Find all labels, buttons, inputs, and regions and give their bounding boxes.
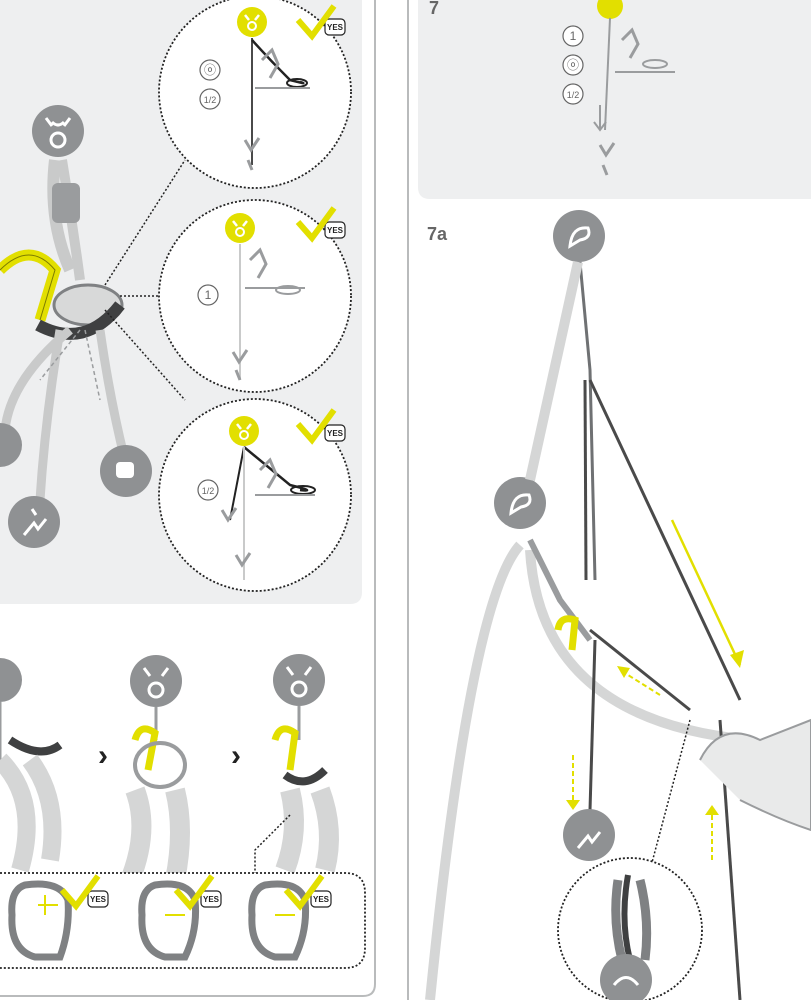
svg-text:1/2: 1/2 [567,90,580,100]
svg-text:1: 1 [570,29,577,43]
marker-double-text: ⓞ [204,63,216,77]
carabiner-check-1: YES [8,874,109,961]
marker-double [562,54,584,76]
check-icon [59,874,101,911]
sequence-arrow: › [98,739,108,772]
marker-one [197,284,219,306]
callout-circle-2: 1 YES [158,199,352,393]
yellow-carabiner [271,725,299,771]
sequence-arrow: › [231,739,241,772]
yes-check-badge: YES [295,206,346,243]
anchor-icon [0,658,22,702]
yes-check-badge: YES [295,4,346,41]
marker-one [562,25,584,47]
marker-half [562,83,584,105]
check-icon [173,874,215,911]
carabiner-check-2: YES [138,874,222,961]
marker-double [199,59,221,81]
hand-figure [0,753,62,873]
anchor-bolt-icon [553,210,605,262]
svg-text:YES: YES [327,23,344,32]
anchor-glyph [44,117,72,127]
svg-text:YES: YES [327,429,344,438]
callout-circle-1: ⓞ 1/2 YES [158,0,352,189]
marker-half-text: 1/2 [202,486,215,496]
callout-circle-3: 1/2 YES [158,398,352,592]
connector-sleeve [52,183,80,223]
check-icon [295,206,337,243]
anchor-icon [130,655,182,707]
anchor-bolt-icon [494,477,546,529]
yellow-carabiner [131,725,159,771]
anchor-icon [273,654,325,706]
marker-half [199,88,221,110]
step-7a-label: 7a [427,224,448,244]
marker-half-text: 1/2 [204,95,217,105]
check-icon [295,408,337,445]
check-icon [283,874,325,911]
marker-half [197,479,219,501]
anchor-icon-yellow [597,0,623,19]
svg-text:YES: YES [90,895,107,904]
callout-lines [104,159,186,401]
anchor-icon [32,105,84,157]
load-arrow [670,519,742,666]
rescuer-figure [260,47,280,79]
dark-carabiner [35,301,125,340]
step-7-label: 7 [429,0,439,18]
detail-callout-circle [557,857,703,1000]
hand-figure [699,718,811,832]
yes-check-badge: YES [295,408,346,445]
carabiner-sequence: › › [0,654,339,884]
anchor-sling [578,261,597,581]
rope-dark [588,379,742,701]
main-device-illustration [0,105,186,548]
left-panel-border [0,0,376,997]
yellow-carabiner [554,615,579,651]
carabiner-check-3: YES [248,874,332,961]
right-panel: 7 1 ⓞ 1/2 7a [407,0,811,1000]
svg-text:YES: YES [327,226,344,235]
svg-text:YES: YES [313,895,330,904]
check-icon [295,4,337,41]
carabiner-check-box: YES YES YES [0,872,366,969]
callout-line [254,814,291,873]
svg-text:ⓞ: ⓞ [567,58,579,72]
rope-light [425,541,524,1000]
marker-one-text: 1 [205,288,212,302]
step-7-background [418,0,811,199]
svg-text:YES: YES [203,895,220,904]
victim-figure [243,137,261,171]
climber-icon-left [0,423,22,467]
